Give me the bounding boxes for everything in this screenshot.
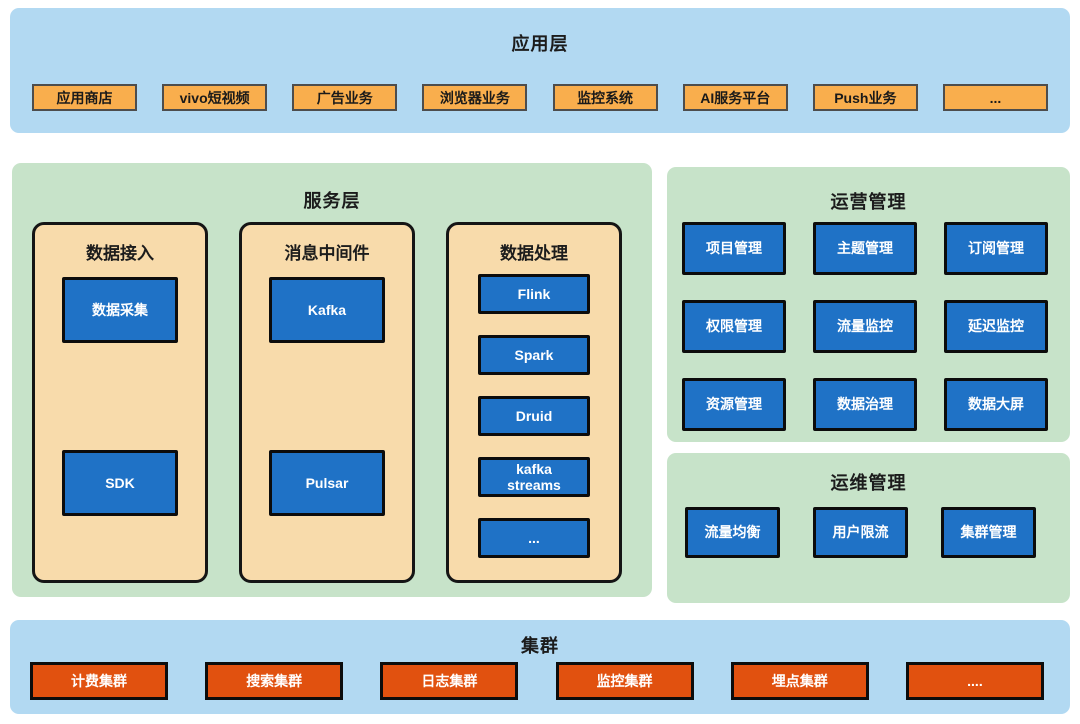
app-layer-item: 监控系统 (552, 84, 658, 111)
cluster-item: 搜索集群 (205, 662, 344, 700)
service-column-title: 数据处理 (500, 244, 568, 263)
cluster-item: 日志集群 (380, 662, 519, 700)
app-layer-row: 应用商店 vivo短视频 广告业务 浏览器业务 监控系统 AI服务平台 Push… (32, 84, 1048, 111)
cluster-layer-row: 计费集群 搜索集群 日志集群 监控集群 埋点集群 .... (30, 662, 1044, 700)
service-item: Kafka (269, 277, 385, 343)
service-item: SDK (62, 450, 178, 516)
operation-item: 主题管理 (813, 222, 917, 275)
service-layer-panel: 服务层 数据接入 数据采集 SDK 消息中间件 Kafka Pulsar 数据处… (12, 163, 652, 597)
service-item: Pulsar (269, 450, 385, 516)
service-column-data-access: 数据接入 数据采集 SDK (32, 222, 208, 583)
app-layer-item: 广告业务 (292, 84, 398, 111)
service-item: Druid (478, 396, 590, 436)
service-item: kafka streams (478, 457, 590, 497)
operation-item: 流量监控 (813, 300, 917, 353)
app-layer-item: Push业务 (812, 84, 918, 111)
operation-item: 权限管理 (682, 300, 786, 353)
maintenance-item: 用户限流 (813, 507, 908, 558)
service-layer-title: 服务层 (303, 191, 361, 211)
cluster-layer-title: 集群 (521, 636, 559, 656)
operation-item: 订阅管理 (944, 222, 1048, 275)
service-column-data-processing: 数据处理 Flink Spark Druid kafka streams ... (446, 222, 622, 583)
maintenance-mgmt-row: 流量均衡 用户限流 集群管理 (685, 507, 1036, 558)
service-item: 数据采集 (62, 277, 178, 343)
app-layer-panel: 应用层 应用商店 vivo短视频 广告业务 浏览器业务 监控系统 AI服务平台 … (10, 8, 1070, 133)
operation-item: 数据治理 (813, 378, 917, 431)
cluster-item-ellipsis: .... (905, 662, 1044, 700)
maintenance-item: 集群管理 (941, 507, 1036, 558)
service-column-message-middleware: 消息中间件 Kafka Pulsar (239, 222, 415, 583)
operation-mgmt-panel: 运营管理 项目管理 主题管理 订阅管理 权限管理 流量监控 延迟监控 资源管理 … (667, 167, 1070, 442)
operation-item: 资源管理 (682, 378, 786, 431)
operation-mgmt-title: 运营管理 (830, 192, 907, 212)
cluster-item: 监控集群 (555, 662, 694, 700)
service-item-ellipsis: ... (478, 518, 590, 558)
app-layer-item: 应用商店 (32, 84, 137, 111)
operation-item: 数据大屏 (944, 378, 1048, 431)
service-item: Spark (478, 335, 590, 375)
app-layer-item: 浏览器业务 (422, 84, 528, 111)
app-layer-item-ellipsis: ... (942, 84, 1048, 111)
service-column-title: 数据接入 (86, 244, 154, 263)
operation-mgmt-grid: 项目管理 主题管理 订阅管理 权限管理 流量监控 延迟监控 资源管理 数据治理 … (682, 222, 1048, 431)
app-layer-title: 应用层 (511, 34, 569, 54)
data-processing-stack: Flink Spark Druid kafka streams ... (478, 274, 590, 558)
service-layer-columns: 数据接入 数据采集 SDK 消息中间件 Kafka Pulsar 数据处理 Fl… (32, 222, 622, 583)
maintenance-item: 流量均衡 (685, 507, 780, 558)
service-item: Flink (478, 274, 590, 314)
maintenance-mgmt-panel: 运维管理 流量均衡 用户限流 集群管理 (667, 453, 1070, 603)
cluster-layer-panel: 集群 计费集群 搜索集群 日志集群 监控集群 埋点集群 .... (10, 620, 1070, 714)
app-layer-item: vivo短视频 (162, 84, 268, 111)
cluster-item: 埋点集群 (730, 662, 869, 700)
cluster-item: 计费集群 (30, 662, 168, 700)
service-column-title: 消息中间件 (284, 244, 370, 263)
app-layer-item: AI服务平台 (682, 84, 788, 111)
operation-item: 延迟监控 (944, 300, 1048, 353)
maintenance-mgmt-title: 运维管理 (830, 473, 907, 493)
operation-item: 项目管理 (682, 222, 786, 275)
